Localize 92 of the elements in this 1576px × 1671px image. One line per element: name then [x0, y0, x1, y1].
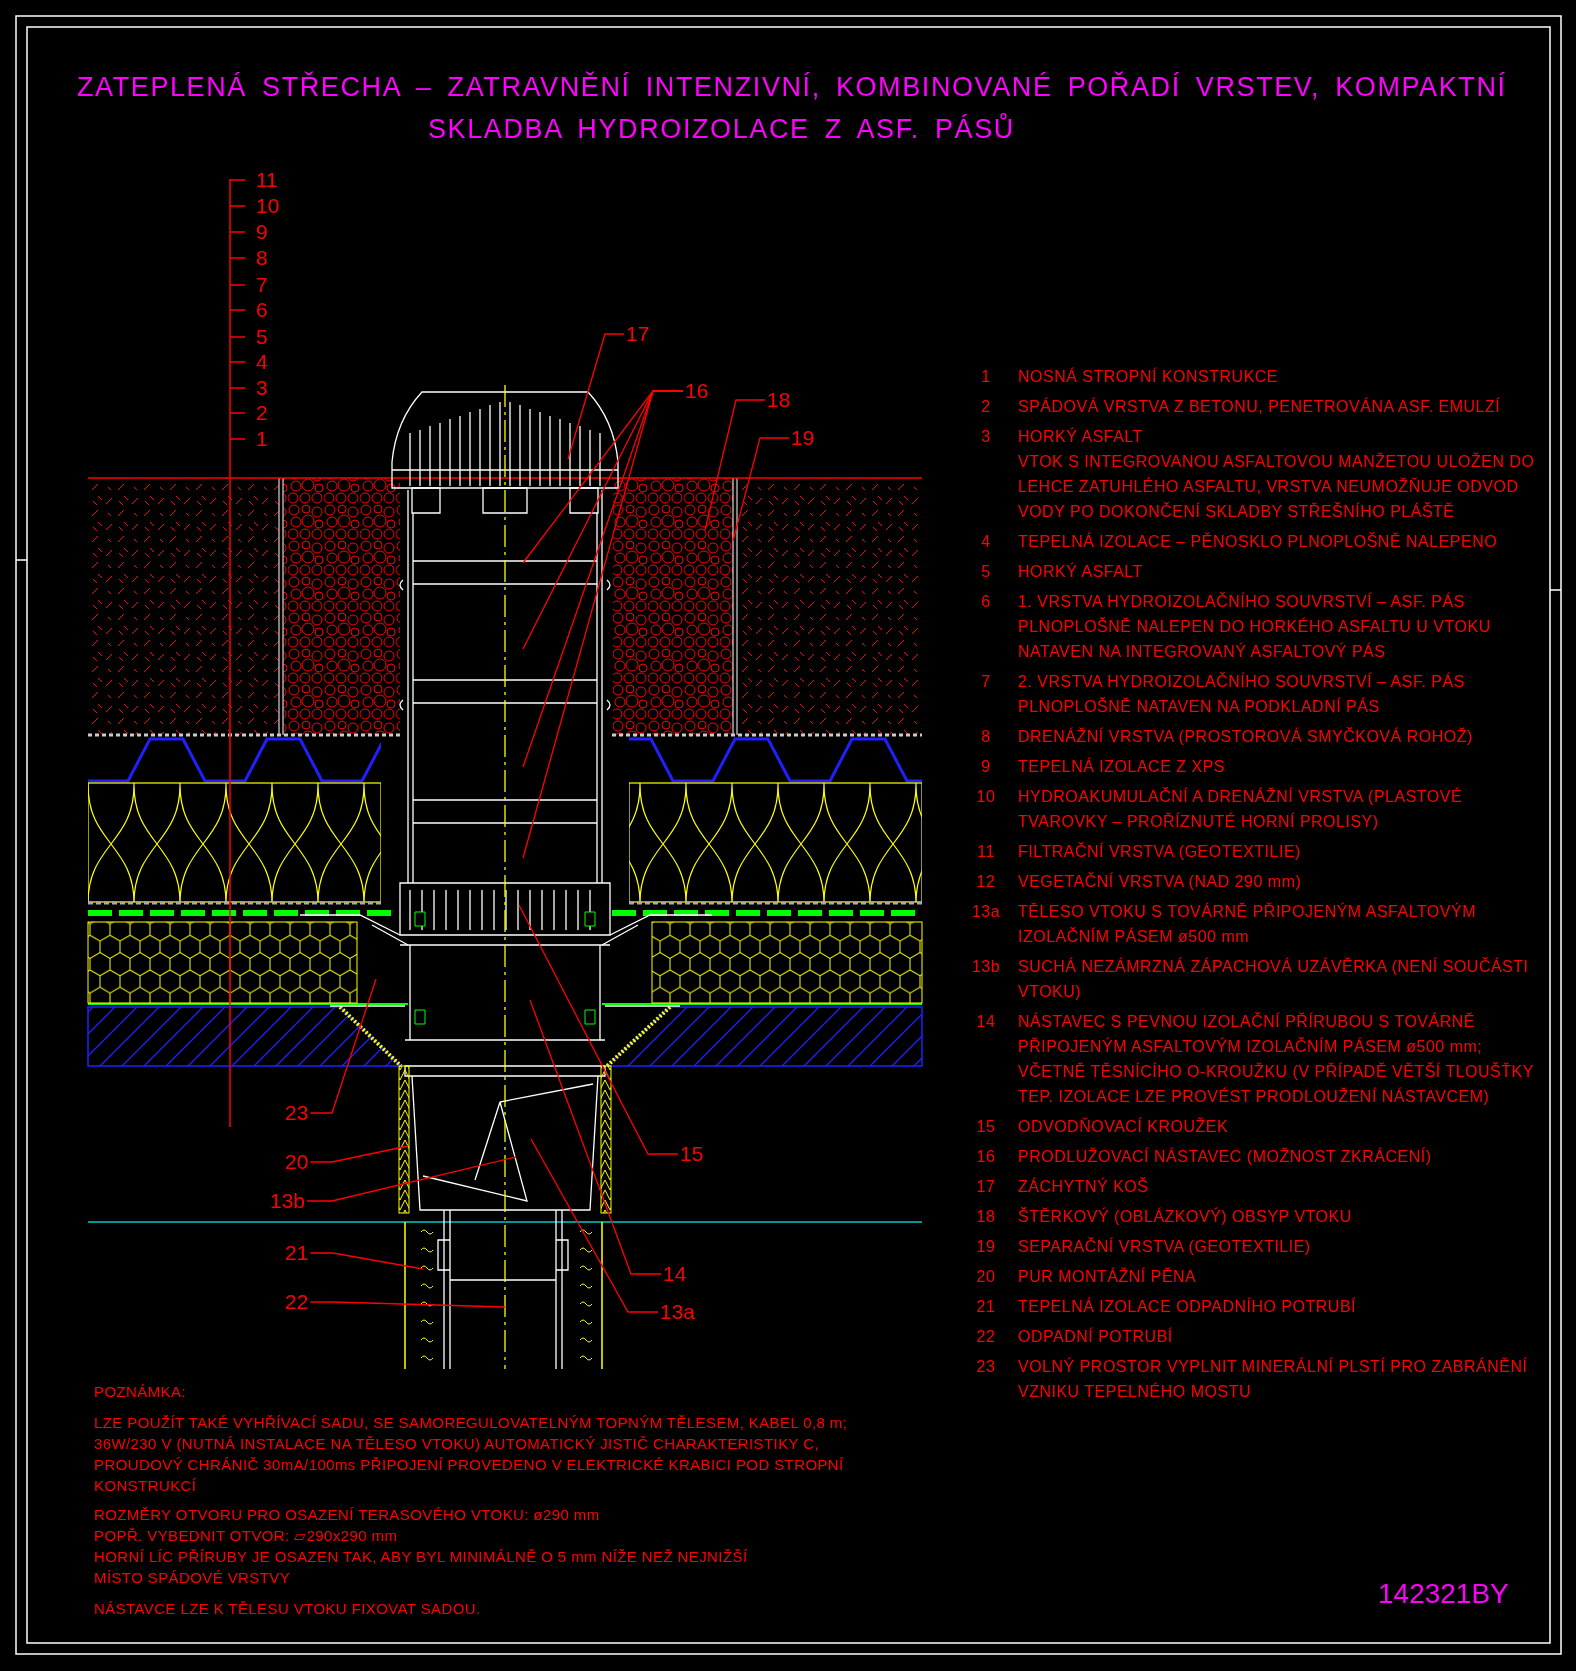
key-number: 9	[980, 757, 992, 777]
leader-line	[529, 999, 662, 1275]
layer-number: 7	[256, 273, 268, 297]
layer-number: 10	[256, 194, 280, 218]
key-text: VTOK S INTEGROVANOU ASFALTOVOU MANŽETOU ULOŽEN DO LEHCE ZATUHLÉHO ASFALTU, VRSTVA NEUMOŽŇUJE ODVOD VODY PO DOKONČENÍ SKLADBY STŘEŠNÍHO PLÁŠTĚ	[1018, 451, 1536, 522]
drawing-title: ZATEPLENÁ STŘECHA – ZATRAVNĚNÍ INTENZIVNÍ, KOMBINOVANÉ POŘADÍ VRSTEV, KOMPAKTNÍ SKLADBA HYDROIZOLACE Z ASF. PÁSŮ	[77, 70, 1508, 146]
leader-line	[309, 978, 377, 1114]
key-number: 8	[980, 727, 992, 747]
layer-number: 3	[256, 376, 268, 400]
key-number: 2	[980, 397, 992, 417]
key-text: ODPADNÍ POTRUBÍ	[1018, 1326, 1174, 1347]
leader-line	[522, 390, 684, 859]
key-number: 20	[975, 1267, 997, 1287]
key-text: DRENÁŽNÍ VRSTVA (PROSTOROVÁ SMYČKOVÁ ROHOŽ)	[1018, 726, 1474, 747]
key-text: NÁSTAVEC S PEVNOU IZOLAČNÍ PŘÍRUBOU S TOVÁRNĚ PŘIPOJENÝM ASFALTOVÝM IZOLAČNÍM PÁSEM ø500 mm; VČETNĚ TĚSNÍCÍHO O-KROUŽKU (V PŘÍPADĚ VĚTŠÍ TLOUŠŤKY TEP. IZOLACE LZE PROVÉST PRODLOUŽENÍ NÁSTAVCEM)	[1018, 1011, 1535, 1107]
key-number: 4	[980, 532, 992, 552]
leader-line	[732, 437, 790, 542]
key-text: TEPELNÁ IZOLACE Z XPS	[1018, 756, 1226, 777]
callout-number: 19	[791, 426, 815, 450]
key-text: FILTRAČNÍ VRSTVA (GEOTEXTILIE)	[1018, 841, 1302, 862]
note-text: LZE POUŽÍT TAKÉ VYHŘÍVACÍ SADU, SE SAMOREGULOVATELNÝM TOPNÝM TĚLESEM, KABEL 0,8 m; 36W/230 V (NUTNÁ INSTALACE NA TĚLESO VTOKU) AUTOMATICKÝ JISTIČ CHARAKTERISTIKY C, PROUDOVÝ CHRÁNIČ 30mA/100ms PŘIPOJENÍ PROVEDENO V ELEKTRICKÉ KRABICI POD STROPNÍ KONSTRUKCÍ	[94, 1413, 849, 1496]
key-text: PUR MONTÁŽNÍ PĚNA	[1018, 1266, 1198, 1287]
leader-line	[518, 904, 679, 1155]
note-text: POPŘ. VYBEDNIT OTVOR: ▱290x290 mm	[94, 1526, 399, 1546]
key-number: 21	[975, 1297, 997, 1317]
leader-line	[567, 333, 625, 460]
key-text: ODVODŇOVACÍ KROUŽEK	[1018, 1116, 1230, 1137]
note-text: ROZMĚRY OTVORU PRO OSAZENÍ TERASOVÉHO VTOKU: ø290 mm	[94, 1505, 601, 1525]
key-text: SUCHÁ NEZÁMRZNÁ ZÁPACHOVÁ UZÁVĚRKA (NENÍ SOUČÁSTI VTOKU)	[1018, 956, 1530, 1002]
key-text: ŠTĚRKOVÝ (OBLÁZKOVÝ) OBSYP VTOKU	[1018, 1206, 1353, 1227]
callout-number: 14	[663, 1262, 687, 1286]
leader-line	[309, 1252, 424, 1270]
key-number: 13b	[970, 957, 1002, 977]
key-number: 6	[980, 592, 992, 612]
key-number: 23	[975, 1357, 997, 1377]
key-number: 17	[975, 1177, 997, 1197]
leader-line	[309, 1301, 506, 1308]
callout-number: 17	[626, 322, 650, 346]
key-number: 10	[975, 787, 997, 807]
callout-number: 22	[285, 1290, 309, 1314]
key-number: 7	[980, 672, 992, 692]
callout-number: 13a	[660, 1300, 696, 1324]
key-number: 13a	[970, 902, 1002, 922]
callout-number: 13b	[270, 1189, 306, 1213]
callout-number: 23	[285, 1101, 309, 1125]
key-text: HYDROAKUMULAČNÍ A DRENÁŽNÍ VRSTVA (PLASTOVÉ TVAROVKY – PROŘÍZNUTÉ HORNÍ PROLISY)	[1018, 786, 1464, 832]
callout-number: 21	[285, 1241, 309, 1265]
key-text: 1. VRSTVA HYDROIZOLAČNÍHO SOUVRSTVÍ – ASF. PÁS PLNOPLOŠNĚ NALEPEN DO HORKÉHO ASFALTU U VTOKU NATAVEN NA INTEGROVANÝ ASFALTOVÝ PÁS	[1018, 591, 1492, 662]
key-number: 12	[975, 872, 997, 892]
key-number: 5	[980, 562, 992, 582]
key-text: TEPELNÁ IZOLACE – PĚNOSKLO PLNOPLOŠNĚ NALEPENO	[1018, 531, 1499, 552]
key-number: 3	[980, 427, 992, 447]
key-text: TEPELNÁ IZOLACE ODPADNÍHO POTRUBÍ	[1018, 1296, 1358, 1317]
key-text: 2. VRSTVA HYDROIZOLAČNÍHO SOUVRSTVÍ – ASF. PÁS PLNOPLOŠNĚ NATAVEN NA PODKLADNÍ PÁS	[1018, 671, 1466, 717]
key-number: 11	[976, 842, 996, 862]
key-text: ZÁCHYTNÝ KOŠ	[1018, 1176, 1150, 1197]
key-number: 1	[980, 367, 992, 387]
layer-number: 5	[256, 325, 268, 349]
key-number: 15	[975, 1117, 997, 1137]
layer-number: 1	[256, 427, 268, 451]
key-number: 14	[975, 1012, 997, 1032]
leader-line	[704, 399, 766, 531]
layer-number: 8	[256, 246, 268, 270]
drawing-number: 142321BY	[1378, 1578, 1509, 1610]
layer-number: 9	[256, 220, 268, 244]
key-text: PRODLUŽOVACÍ NÁSTAVEC (MOŽNOST ZKRÁCENÍ)	[1018, 1146, 1433, 1167]
leader-line	[306, 1156, 517, 1202]
note-text: NÁSTAVCE LZE K TĚLESU VTOKU FIXOVAT SADOU.	[94, 1599, 482, 1619]
callout-number: 18	[767, 388, 791, 412]
key-text: VEGETAČNÍ VRSTVA (NAD 290 mm)	[1018, 871, 1303, 892]
layer-number: 2	[256, 401, 268, 425]
key-text: TĚLESO VTOKU S TOVÁRNĚ PŘIPOJENÝM ASFALTOVÝM IZOLAČNÍM PÁSEM ø500 mm	[1018, 901, 1477, 947]
layer-number: 6	[256, 298, 268, 322]
key-number: 22	[975, 1327, 997, 1347]
key-number: 18	[975, 1207, 997, 1227]
key-text: SPÁDOVÁ VRSTVA Z BETONU, PENETROVÁNA ASF. EMULZÍ	[1018, 396, 1502, 417]
key-text: HORKÝ ASFALT	[1018, 561, 1144, 582]
callout-number: 20	[285, 1150, 309, 1174]
layer-number: 11	[256, 168, 278, 192]
callout-number: 15	[680, 1142, 704, 1166]
leader-line	[530, 1138, 659, 1313]
callout-number: 16	[685, 379, 709, 403]
note-heading: POZNÁMKA:	[94, 1382, 187, 1402]
key-text: VOLNÝ PROSTOR VYPLNIT MINERÁLNÍ PLSTÍ PRO ZABRÁNĚNÍ VZNIKU TEPELNÉHO MOSTU	[1018, 1356, 1529, 1402]
key-text: HORKÝ ASFALT	[1018, 426, 1144, 447]
key-text: SEPARAČNÍ VRSTVA (GEOTEXTILIE)	[1018, 1236, 1312, 1257]
leader-line	[309, 1145, 409, 1163]
key-number: 16	[975, 1147, 997, 1167]
note-text: HORNÍ LÍC PŘÍRUBY JE OSAZEN TAK, ABY BYL MINIMÁLNĚ O 5 mm NÍŽE NEŽ NEJNIŽŠÍ MÍSTO SPÁDOVÉ VRSTVY	[94, 1547, 749, 1588]
layer-number: 4	[256, 350, 268, 374]
key-number: 19	[975, 1237, 997, 1257]
key-text: NOSNÁ STROPNÍ KONSTRUKCE	[1018, 366, 1280, 387]
